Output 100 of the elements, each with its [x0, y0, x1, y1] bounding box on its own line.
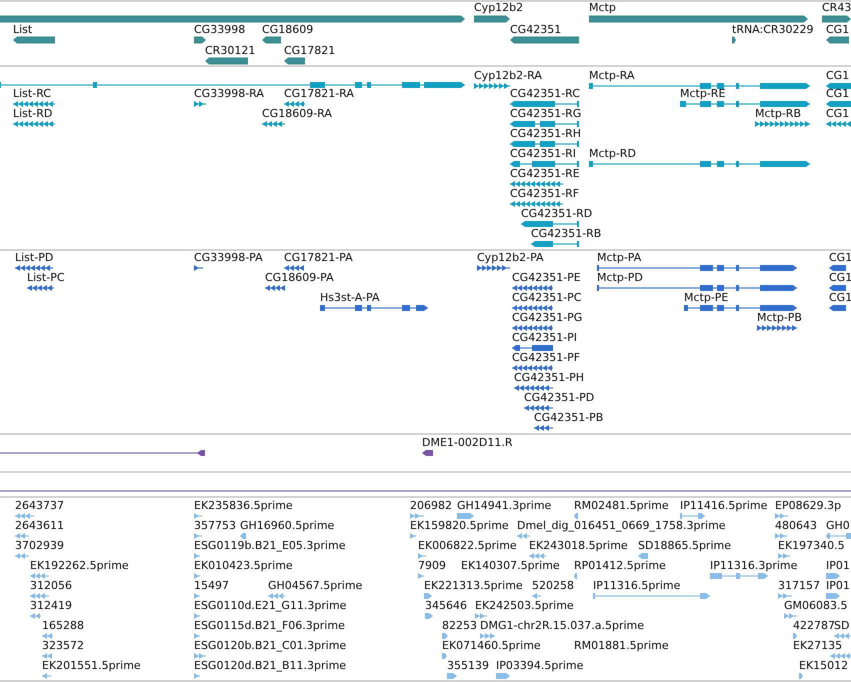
- feature-label: Mctp-PE: [684, 291, 728, 304]
- feature-label: EK243018.5prime: [529, 539, 628, 552]
- feature-label: CG17821: [284, 44, 336, 57]
- feature-label: CG1: [826, 69, 850, 82]
- feature-label: 345646: [425, 599, 467, 612]
- feature-label: CG42351-RH: [510, 127, 582, 140]
- feature-label: SD: [834, 619, 850, 632]
- feature-label: Mctp-PA: [597, 251, 642, 264]
- feature-label: GH0: [826, 519, 850, 532]
- feature-label: CG17821-RA: [284, 87, 354, 100]
- feature-label: 7909: [418, 559, 446, 572]
- feature-label: CG42351-RB: [531, 227, 602, 240]
- feature-label: 355139: [447, 659, 489, 672]
- feature-label: IP03394.5prime: [496, 659, 584, 672]
- feature-label: Cyp12b2-PA: [477, 251, 544, 264]
- feature-label: EK201551.5prime: [42, 659, 141, 672]
- feature-label: CR43: [822, 1, 851, 14]
- feature-label: CG42351-RD: [521, 207, 592, 220]
- feature-label: CG1: [829, 271, 851, 284]
- feature-label: 82253: [442, 619, 477, 632]
- feature-label: ESG0110d.E21_G11.3prime: [194, 599, 346, 612]
- feature-label: IP01: [826, 559, 850, 572]
- feature-label: IP11416.5prime: [680, 499, 768, 512]
- feature-label: Mctp-PB: [757, 311, 802, 324]
- feature-label: CG42351-PD: [524, 391, 594, 404]
- feature-label: RP01412.5prime: [574, 559, 666, 572]
- feature-label: Mctp-RB: [755, 107, 801, 120]
- feature-label: CG42351-PI: [512, 331, 578, 344]
- feature-label: CG1: [826, 107, 850, 120]
- feature-label: EK192262.5prime: [30, 559, 129, 572]
- feature-label: EK159820.5prime: [410, 519, 509, 532]
- feature-label: Cyp12b2: [474, 1, 524, 14]
- feature-label: CG18609-PA: [265, 271, 334, 284]
- feature-label: EK006822.5prime: [418, 539, 517, 552]
- feature-label: CG42351-PH: [514, 371, 584, 384]
- feature-label: 422787: [793, 619, 835, 632]
- feature-label: EK15012: [799, 659, 848, 672]
- feature-label: List-RC: [13, 87, 51, 100]
- feature-label: Cyp12b2-RA: [474, 69, 542, 82]
- feature-label: 317157: [778, 579, 820, 592]
- feature-label: 312056: [30, 579, 72, 592]
- feature-label: CG42351-RC: [510, 87, 580, 100]
- feature-label: CG1: [826, 87, 850, 100]
- feature-label: CG33998-RA: [194, 87, 264, 100]
- feature-label: ESG0115d.B21_F06.3prime: [194, 619, 345, 632]
- feature-label: 206982: [410, 499, 452, 512]
- feature-label: ESG0119b.B21_E05.3prime: [194, 539, 346, 552]
- feature-label: 2643611: [15, 519, 64, 532]
- feature-label: RM02481.5prime: [574, 499, 669, 512]
- feature-label: CG42351-PG: [512, 311, 582, 324]
- feature-label: DME1-002D11.R: [422, 436, 512, 449]
- feature-label: Mctp-RD: [589, 147, 636, 160]
- feature-label: GH14941.3prime: [457, 499, 552, 512]
- feature-label: ESG0120b.B21_C01.3prime: [194, 639, 346, 652]
- feature-label: EK221313.5prime: [424, 579, 523, 592]
- feature-label: List-PD: [15, 251, 54, 264]
- feature-label: RM01881.5prime: [574, 639, 669, 652]
- feature-label: Mctp: [589, 1, 616, 14]
- feature-label: Mctp-PD: [597, 271, 643, 284]
- feature-label: 480643: [775, 519, 817, 532]
- feature-label: DMG1-chr2R.15.037.a.5prime: [480, 619, 644, 632]
- feature-label: List-RD: [13, 107, 52, 120]
- feature-label: Dmel_dig_016451_0669_1758.3prime: [517, 519, 726, 532]
- feature-label: CG42351-PF: [512, 351, 580, 364]
- feature-label: EK140307.5prime: [461, 559, 560, 572]
- feature-label: EP08629.3p: [775, 499, 842, 512]
- feature-label: CG1: [829, 251, 851, 264]
- feature-label: EK010423.5prime: [194, 559, 293, 572]
- feature-label: 165288: [42, 619, 84, 632]
- feature-label: GM06083.5: [784, 599, 848, 612]
- feature-label: CG1: [826, 23, 850, 36]
- feature-label: List: [13, 23, 32, 36]
- feature-label: 15497: [194, 579, 229, 592]
- feature-label: EK235836.5prime: [194, 499, 293, 512]
- feature-label: CG17821-PA: [284, 251, 353, 264]
- feature-label: CG42351-RI: [510, 147, 576, 160]
- feature-label: IP11316.5prime: [593, 579, 680, 592]
- feature-label: CG33998: [194, 23, 246, 36]
- feature-label: tRNA:CR30229: [732, 23, 814, 36]
- feature-label: CG18609-RA: [262, 107, 332, 120]
- feature-label: IP11316.3prime: [710, 559, 798, 572]
- feature-label: CG42351-PB: [534, 411, 604, 424]
- feature-label: GH04567.5prime: [268, 579, 362, 592]
- feature-label: CG42351-PC: [512, 291, 582, 304]
- feature-label: EK27135: [793, 639, 842, 652]
- feature-label: ESG0120d.B21_B11.3prime: [194, 659, 346, 672]
- feature-label: GH16960.5prime: [240, 519, 334, 532]
- feature-label: 357753: [194, 519, 236, 532]
- feature-label: Mctp-RA: [589, 69, 635, 82]
- feature-label: Hs3st-A-PA: [320, 291, 380, 304]
- feature-label: CG42351-PE: [512, 271, 581, 284]
- feature-label: List-PC: [27, 271, 65, 284]
- feature-label: CG33998-PA: [194, 251, 263, 264]
- feature-label: EK242503.5prime: [475, 599, 574, 612]
- feature-label: 312419: [30, 599, 72, 612]
- feature-label: CR30121: [205, 44, 256, 57]
- feature-label: 2643737: [15, 499, 64, 512]
- feature-label: 520258: [532, 579, 574, 592]
- feature-label: IP01: [826, 579, 850, 592]
- feature-label: CG1: [829, 291, 851, 304]
